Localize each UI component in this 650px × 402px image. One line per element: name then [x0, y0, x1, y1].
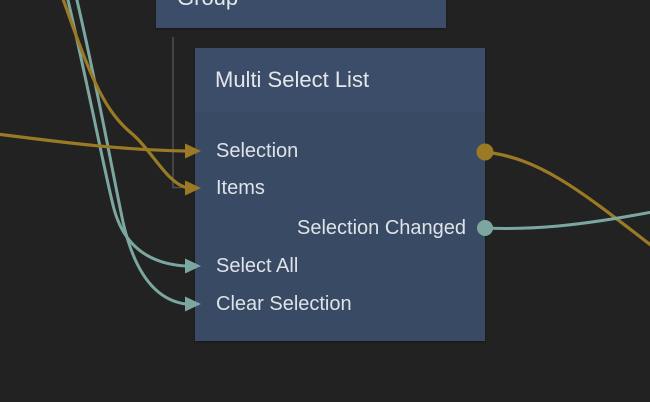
port-clear-selection[interactable]: Clear Selection	[195, 290, 485, 318]
output-pin-selection-icon[interactable]	[476, 143, 494, 161]
port-items-label: Items	[216, 177, 265, 199]
node-group[interactable]: Group	[156, 0, 446, 28]
output-pin-selection-changed-icon[interactable]	[477, 220, 493, 236]
wire-out-selection[interactable]	[484, 150, 650, 247]
multi-select-list-header[interactable]: Multi Select List	[195, 48, 485, 112]
node-multi-select-list[interactable]: Multi Select List Selection Items Select…	[195, 48, 485, 341]
port-selection-label: Selection	[216, 140, 299, 162]
input-arrow-select-all-icon[interactable]	[185, 258, 201, 274]
input-arrow-selection-icon[interactable]	[185, 143, 201, 159]
port-selection-changed-label: Selection Changed	[296, 217, 466, 239]
wire-into-clear-selection[interactable]	[75, 0, 187, 306]
input-arrow-items-icon[interactable]	[185, 180, 201, 196]
port-clear-selection-label: Clear Selection	[216, 293, 352, 315]
group-node-title: Group	[156, 0, 238, 11]
port-selection-changed[interactable]: Selection Changed	[195, 214, 485, 242]
wire-group-to-items[interactable]	[172, 37, 188, 189]
input-arrow-clear-selection-icon[interactable]	[185, 296, 201, 312]
wire-out-selection-changed[interactable]	[484, 210, 650, 230]
port-select-all[interactable]: Select All	[195, 252, 485, 280]
port-select-all-label: Select All	[216, 255, 299, 277]
port-selection[interactable]: Selection	[195, 137, 485, 165]
port-items[interactable]: Items	[195, 174, 485, 202]
wire-into-select-all[interactable]	[66, 0, 187, 268]
wire-into-items[interactable]	[61, 0, 187, 190]
multi-select-list-title: Multi Select List	[215, 67, 370, 92]
wire-into-selection[interactable]	[0, 132, 187, 153]
